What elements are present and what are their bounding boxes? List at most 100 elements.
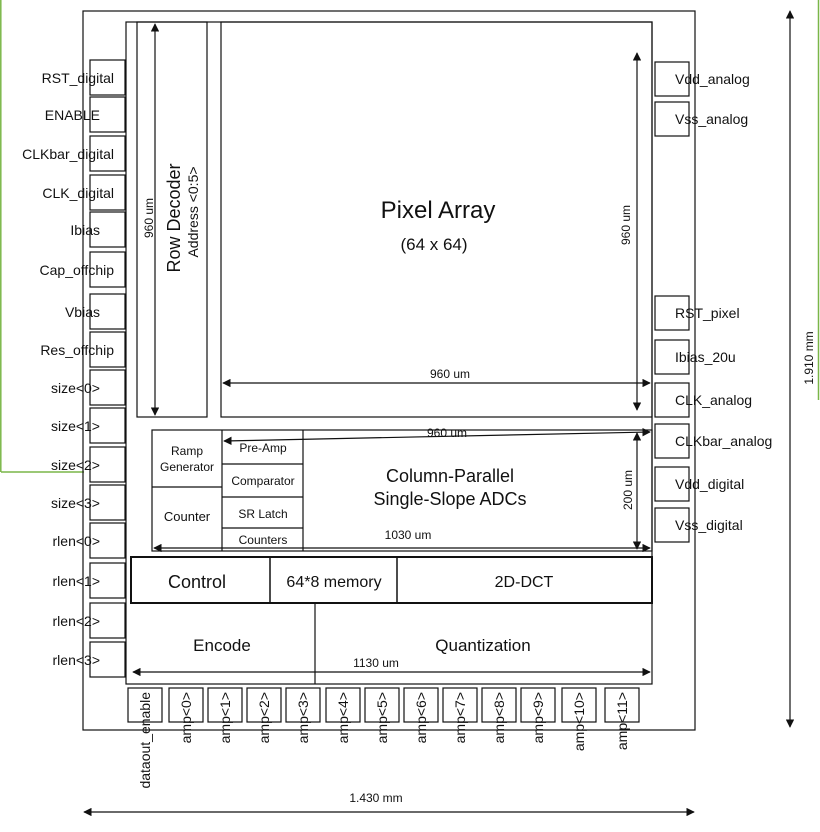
ramp-generator-line1: Ramp — [171, 444, 203, 458]
pad-size-3 — [89, 484, 126, 521]
right-pads: Vdd_analogVss_analogRST_pixelIbias_20uCL… — [654, 61, 772, 543]
row-decoder-subtitle: Address <0:5> — [185, 166, 201, 257]
pad-amp-6 — [403, 687, 439, 723]
pad-label-amp-5: amp<5> — [374, 692, 390, 743]
pad-clkbar-analog — [654, 423, 690, 459]
pad-ibias — [89, 211, 126, 248]
pad-amp-3 — [285, 687, 321, 723]
pad-amp-5 — [364, 687, 400, 723]
chip-height-dim: 1.910 mm — [802, 331, 816, 384]
pad-label-size-1: size<1> — [51, 418, 100, 434]
row-decoder-block: 960 um Row Decoder Address <0:5> — [136, 21, 208, 418]
pad-label-rlen-1: rlen<1> — [53, 573, 100, 589]
pad-rlen-2 — [89, 602, 126, 639]
pad-label-clk-analog: CLK_analog — [675, 392, 752, 408]
pad-label-vdd-analog: Vdd_analog — [675, 71, 750, 87]
pad-label-vbias: Vbias — [65, 304, 100, 320]
pad-amp-8 — [481, 687, 517, 723]
pad-label-clkbar-digital: CLKbar_digital — [22, 146, 114, 162]
pad-rlen-0 — [89, 522, 126, 559]
pad-rlen-1 — [89, 562, 126, 599]
row-decoder-title: Row Decoder — [164, 163, 184, 272]
pad-label-rlen-3: rlen<3> — [53, 652, 100, 668]
pad-amp-10 — [561, 687, 597, 723]
pad-label-amp-1: amp<1> — [217, 692, 233, 743]
chip-width-dim: 1.430 mm — [349, 791, 402, 805]
encode-label: Encode — [193, 636, 251, 655]
pad-label-amp-6: amp<6> — [413, 692, 429, 743]
pad-label-size-0: size<0> — [51, 380, 100, 396]
pad-vdd-analog — [654, 61, 690, 97]
pad-vbias — [89, 293, 126, 330]
pad-amp-0 — [168, 687, 204, 723]
counters-label: Counters — [239, 533, 288, 547]
pad-clk-analog — [654, 382, 690, 418]
pad-label-enable: ENABLE — [45, 107, 100, 123]
adc-dim-right: 200 um — [621, 470, 635, 510]
pad-label-rst-pixel: RST_pixel — [675, 305, 740, 321]
pad-dataout-enable — [127, 687, 163, 723]
pad-label-amp-9: amp<9> — [530, 692, 546, 743]
green-border-lines — [0, 0, 820, 473]
counter-label: Counter — [164, 509, 211, 524]
pad-size-1 — [89, 407, 126, 444]
pixel-array-subtitle: (64 x 64) — [400, 235, 467, 254]
pad-clkbar-digital — [89, 135, 126, 172]
pad-label-amp-10: amp<10> — [571, 692, 587, 751]
digital-blocks: Control 64*8 memory 2D-DCT Encode Quanti… — [130, 556, 653, 684]
pad-ibias-20u — [654, 339, 690, 375]
adc-dim-top: 960 um — [427, 426, 467, 440]
pad-amp-4 — [325, 687, 361, 723]
control-label: Control — [168, 572, 226, 592]
pad-label-cap-offchip: Cap_offchip — [40, 262, 115, 278]
quantization-label: Quantization — [435, 636, 530, 655]
pad-amp-7 — [442, 687, 478, 723]
adc-title-line1: Column-Parallel — [386, 466, 514, 486]
pad-res-offchip — [89, 331, 126, 368]
pad-amp-1 — [207, 687, 243, 723]
row-decoder-dim: 960 um — [142, 198, 156, 238]
pad-label-rst-digital: RST_digital — [42, 70, 114, 86]
pad-label-amp-7: amp<7> — [452, 692, 468, 743]
adc-title-line2: Single-Slope ADCs — [373, 489, 526, 509]
preamp-label: Pre-Amp — [239, 441, 287, 455]
pad-label-amp-4: amp<4> — [335, 692, 351, 743]
pad-size-2 — [89, 446, 126, 483]
chip-outline — [82, 10, 696, 731]
pad-label-clkbar-analog: CLKbar_analog — [675, 433, 772, 449]
pad-label-size-3: size<3> — [51, 495, 100, 511]
pad-vss-digital — [654, 507, 690, 543]
pad-label-rlen-2: rlen<2> — [53, 613, 100, 629]
pad-label-rlen-0: rlen<0> — [53, 533, 100, 549]
pad-vss-analog — [654, 101, 690, 137]
pixel-array-dim-right: 960 um — [619, 205, 633, 245]
pad-label-vdd-digital: Vdd_digital — [675, 476, 744, 492]
pad-label-vss-analog: Vss_analog — [675, 111, 748, 127]
pixel-array-dim-bottom: 960 um — [430, 367, 470, 381]
sr-latch-label: SR Latch — [238, 507, 287, 521]
dct-label: 2D-DCT — [495, 574, 554, 591]
pad-rst-pixel — [654, 295, 690, 331]
pixel-array-title: Pixel Array — [381, 197, 496, 224]
pad-label-ibias-20u: Ibias_20u — [675, 349, 736, 365]
pad-label-dataout-enable: dataout_enable — [137, 692, 153, 789]
pad-cap-offchip — [89, 251, 126, 288]
pad-rst-digital — [89, 59, 126, 96]
adc-dim-bottom: 1030 um — [385, 528, 432, 542]
pad-label-amp-2: amp<2> — [256, 692, 272, 743]
pad-label-amp-3: amp<3> — [295, 692, 311, 743]
pad-rlen-3 — [89, 641, 126, 678]
pad-size-0 — [89, 369, 126, 406]
pad-label-vss-digital: Vss_digital — [675, 517, 743, 533]
pad-label-clk-digital: CLK_digital — [42, 185, 114, 201]
adc-block: Ramp Generator Counter Pre-Amp Comparato… — [151, 426, 653, 553]
bottom-pads: dataout_enable amp<0> amp<1> amp<2> amp<3> am… — [127, 687, 640, 789]
pad-label-size-2: size<2> — [51, 457, 100, 473]
pad-label-amp-0: amp<0> — [178, 692, 194, 743]
digital-dim: 1130 um — [353, 656, 399, 670]
memory-label: 64*8 memory — [286, 574, 381, 591]
comparator-label: Comparator — [231, 474, 294, 488]
pad-amp-11 — [604, 687, 640, 723]
